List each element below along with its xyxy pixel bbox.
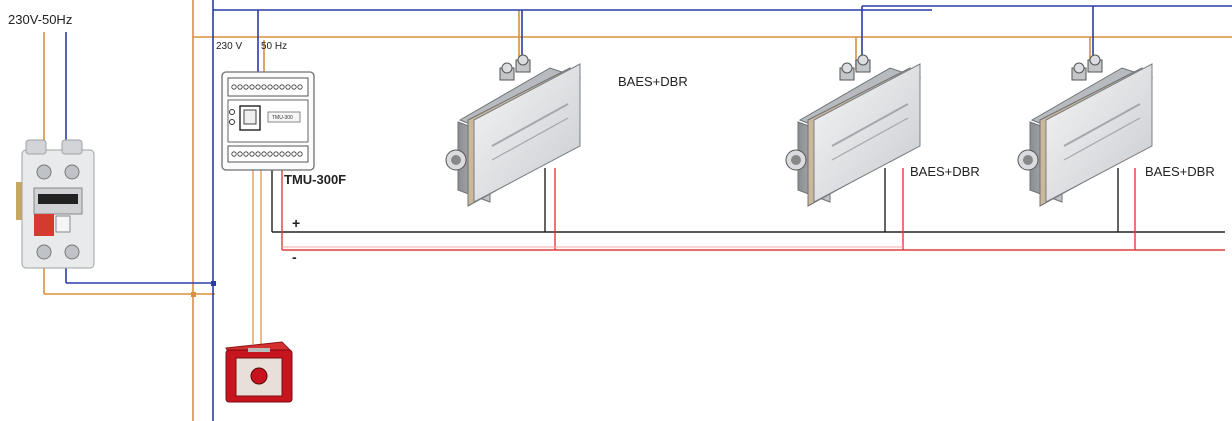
negative-label: -	[292, 249, 297, 265]
module-print: TMU-300	[272, 115, 293, 121]
junction-neutral	[211, 281, 216, 286]
circuit-breaker-icon[interactable]	[16, 139, 95, 269]
voltage-label: 230 V	[216, 41, 243, 52]
baes-label-1: BAES+DBR	[618, 74, 688, 89]
tmu-controller-icon[interactable]: TMU-300	[221, 71, 315, 171]
negative-bus	[281, 168, 1225, 251]
emergency-light-icon[interactable]	[1017, 54, 1154, 207]
neutral-wires	[65, 0, 1232, 421]
manual-call-point-icon[interactable]	[225, 341, 293, 403]
baes-label-3: BAES+DBR	[1145, 164, 1215, 179]
controller-label: TMU-300F	[284, 172, 347, 187]
positive-bus	[271, 168, 1225, 233]
frequency-label: 50 Hz	[261, 41, 288, 52]
supply-label: 230V-50Hz	[8, 12, 73, 27]
alarm-wires	[252, 170, 262, 344]
baes-label-2: BAES+DBR	[910, 164, 980, 179]
emergency-light-icon[interactable]	[445, 54, 582, 207]
positive-label: +	[292, 215, 301, 231]
phase-wires	[43, 0, 1232, 421]
junction-phase	[191, 292, 196, 297]
baes-body	[445, 54, 582, 207]
emergency-light-icon[interactable]	[785, 54, 922, 207]
